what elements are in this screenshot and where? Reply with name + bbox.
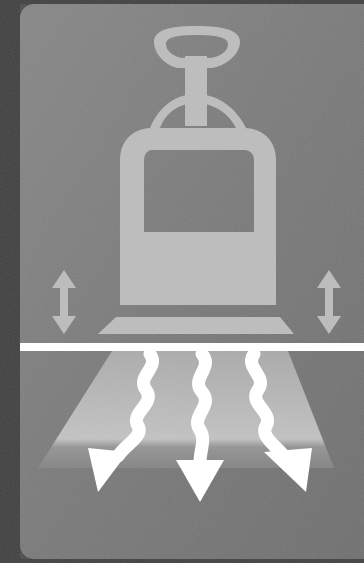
wavy-arrow-center-icon	[197, 354, 205, 462]
surface-divider	[20, 343, 364, 351]
